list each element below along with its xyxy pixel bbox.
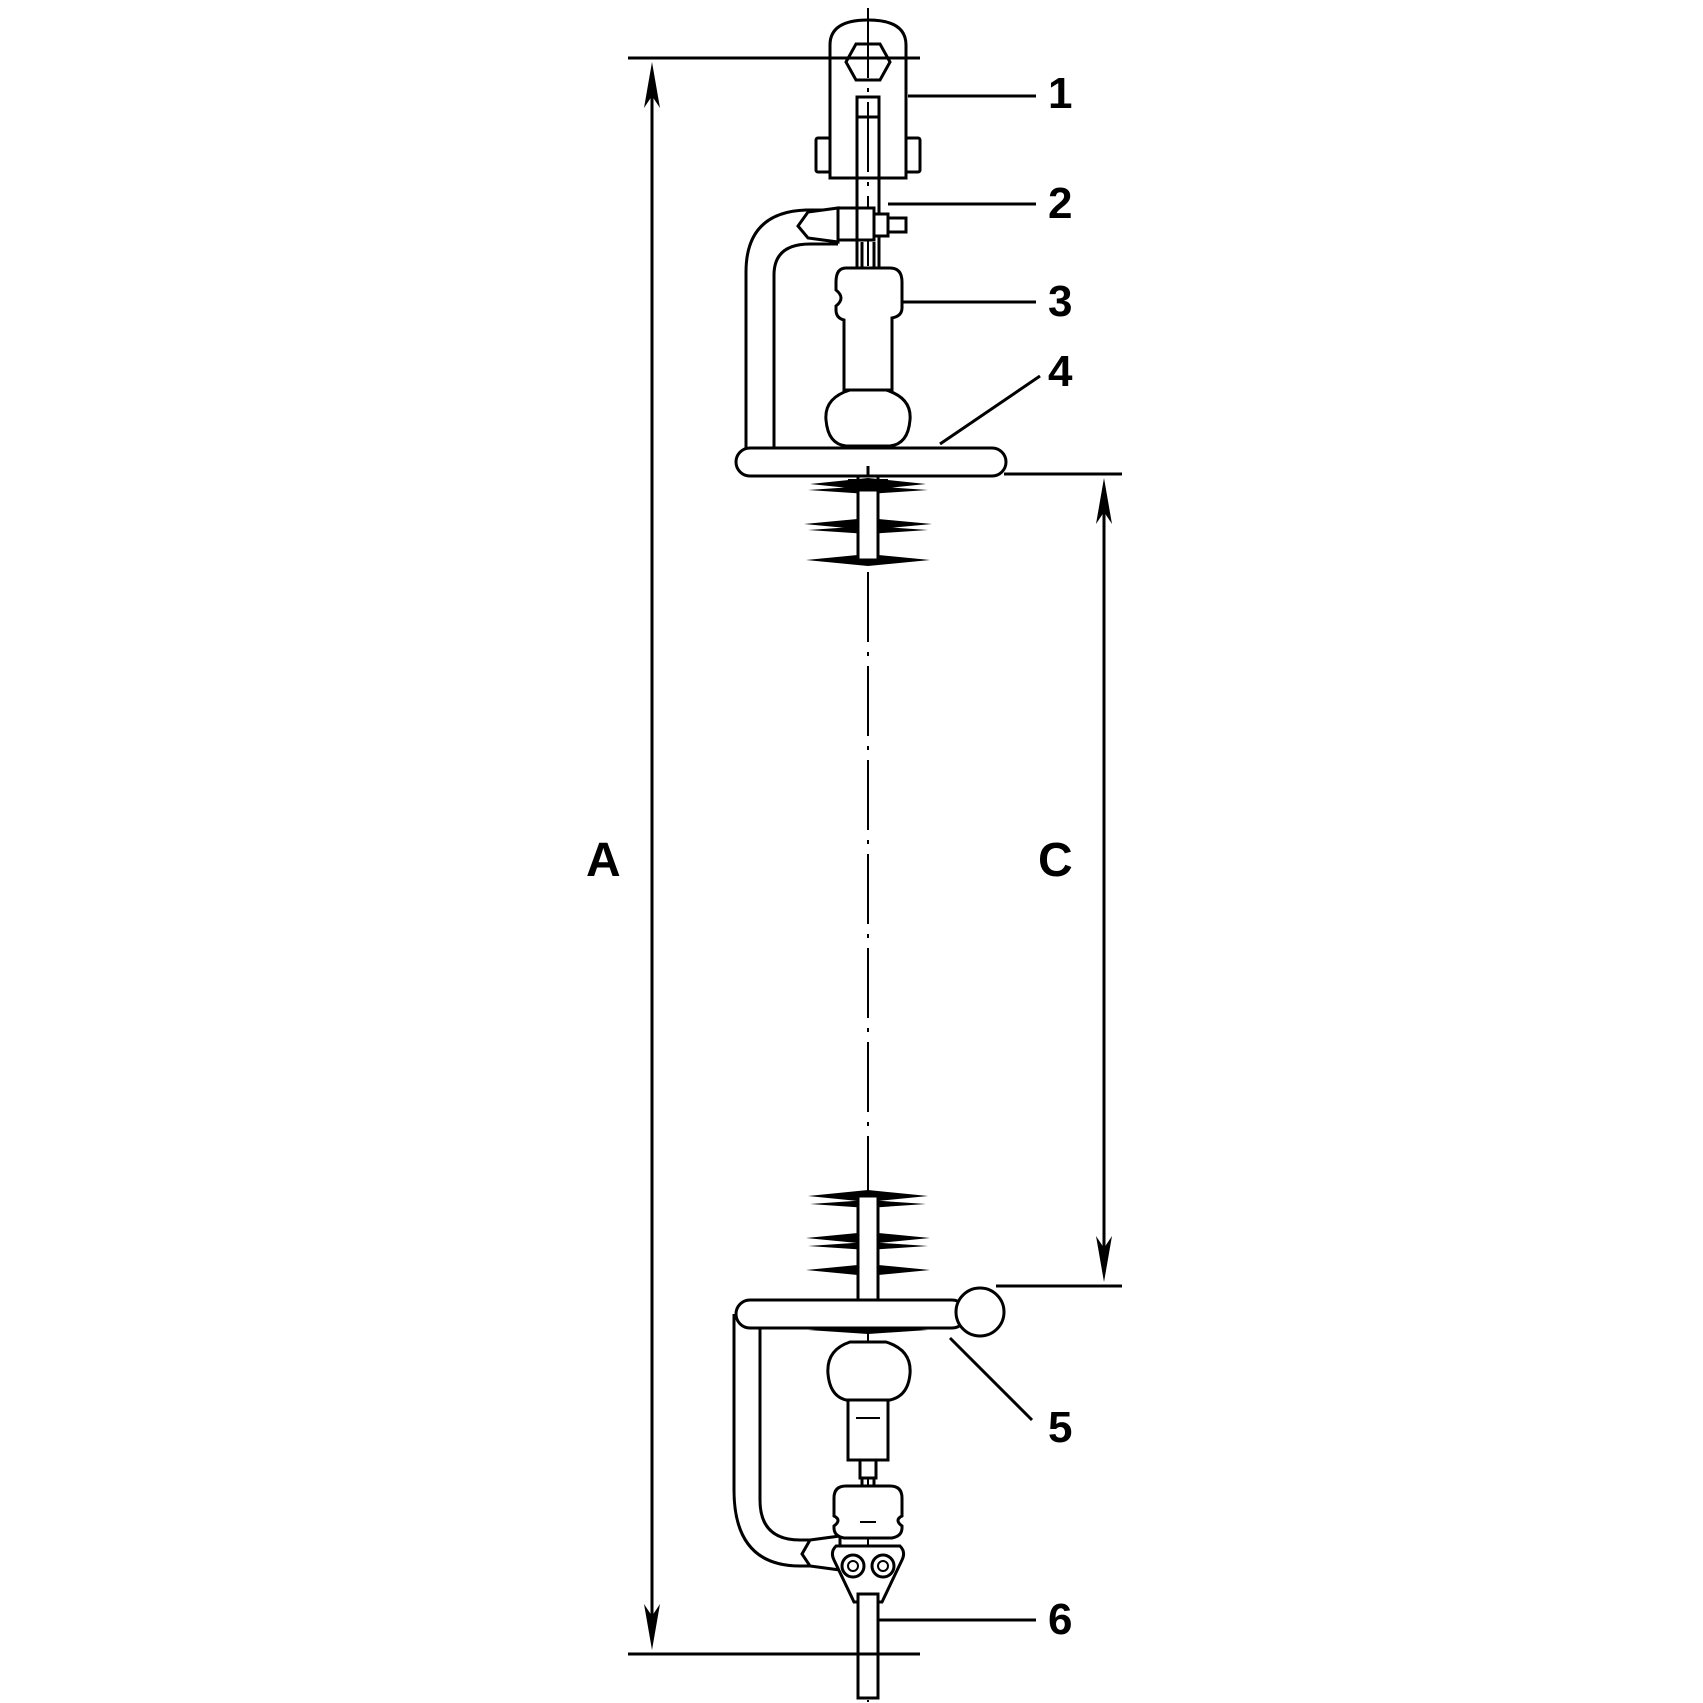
callout-6: 6 [1048, 1595, 1072, 1644]
callout-2: 2 [1048, 179, 1072, 228]
bottom-grading-ring [732, 1286, 1006, 1572]
top-clevis-fitting [814, 18, 922, 268]
callout-5: 5 [1048, 1403, 1072, 1452]
bottom-end-fitting [826, 1340, 912, 1540]
dimension-c [996, 472, 1122, 1288]
callout-4: 4 [1048, 347, 1073, 396]
dimension-a-label: A [586, 834, 621, 887]
callout-3: 3 [1048, 277, 1072, 326]
dimension-c-label: C [1038, 834, 1073, 887]
callout-leaders [878, 94, 1041, 1622]
top-grading-ring [734, 206, 1008, 478]
bottom-clevis-fitting [830, 1544, 906, 1700]
dimension-a [628, 56, 920, 1656]
top-weather-sheds [804, 466, 932, 566]
callout-1: 1 [1048, 69, 1072, 118]
